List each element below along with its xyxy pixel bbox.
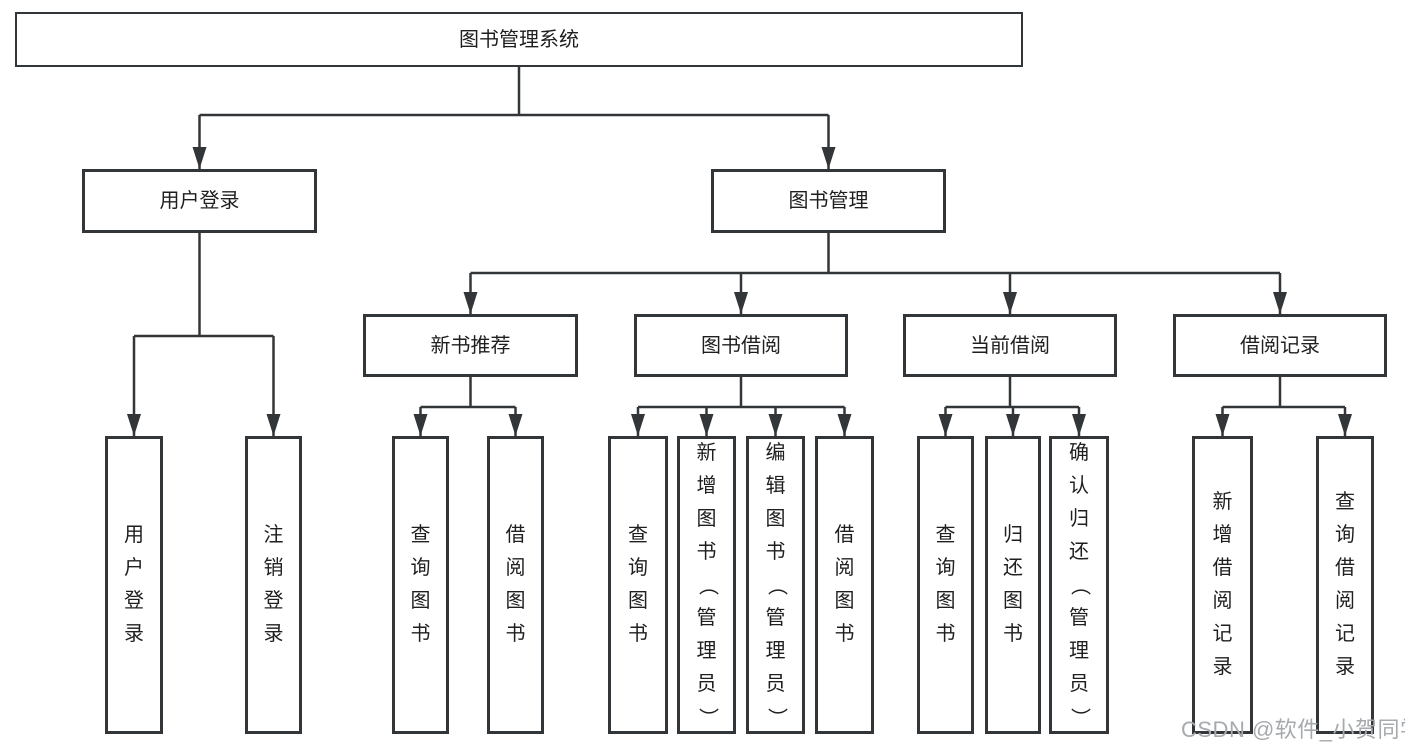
leaf-logout: 注销登录 [245,436,302,734]
node-borrow-records-label: 借阅记录 [1240,335,1320,357]
node-book-borrow: 图书借阅 [634,314,848,377]
leaf-borrow-add-books-admin: 新增图书（管理员） [677,436,736,734]
node-current-borrow: 当前借阅 [903,314,1117,377]
node-root: 图书管理系统 [15,12,1023,67]
node-current-borrow-label: 当前借阅 [970,335,1050,357]
leaf-borrow-add-books-admin-label: 新增图书（管理员） [697,437,717,734]
leaf-current-confirm-return-admin-label: 确认归还（管理员） [1069,437,1089,734]
leaf-current-confirm-return-admin: 确认归还（管理员） [1049,436,1109,734]
csdn-watermark: CSDN @软件_小贺同学 [1181,712,1405,744]
node-user-login-label: 用户登录 [160,190,240,212]
node-book-borrow-label: 图书借阅 [701,335,781,357]
leaf-recommend-query-books-label: 查询图书 [411,519,431,651]
leaf-logout-label: 注销登录 [264,519,284,651]
node-user-login: 用户登录 [82,169,317,233]
leaf-borrow-query-books-label: 查询图书 [628,519,648,651]
leaf-current-return-books-label: 归还图书 [1003,519,1023,651]
node-borrow-records: 借阅记录 [1173,314,1387,377]
node-root-label: 图书管理系统 [459,29,579,51]
leaf-borrow-edit-books-admin-label: 编辑图书（管理员） [766,437,786,734]
leaf-borrow-borrow-books-label: 借阅图书 [835,519,855,651]
leaf-borrow-edit-books-admin: 编辑图书（管理员） [746,436,805,734]
leaf-current-query-books-label: 查询图书 [936,519,956,651]
leaf-user-login: 用户登录 [105,436,163,734]
leaf-recommend-borrow-books-label: 借阅图书 [506,519,526,651]
node-new-book-recommend: 新书推荐 [363,314,578,377]
node-book-management-label: 图书管理 [789,190,869,212]
leaf-recommend-query-books: 查询图书 [392,436,449,734]
leaf-current-return-books: 归还图书 [985,436,1041,734]
leaf-records-add-record: 新增借阅记录 [1192,436,1253,734]
node-book-management: 图书管理 [711,169,946,233]
leaf-user-login-label: 用户登录 [124,519,144,651]
leaf-records-query-record-label: 查询借阅记录 [1335,486,1355,684]
leaf-records-query-record: 查询借阅记录 [1316,436,1374,734]
leaf-borrow-query-books: 查询图书 [608,436,668,734]
leaf-borrow-borrow-books: 借阅图书 [815,436,874,734]
node-new-book-recommend-label: 新书推荐 [431,335,511,357]
leaf-current-query-books: 查询图书 [917,436,974,734]
leaf-recommend-borrow-books: 借阅图书 [487,436,544,734]
leaf-records-add-record-label: 新增借阅记录 [1213,486,1233,684]
